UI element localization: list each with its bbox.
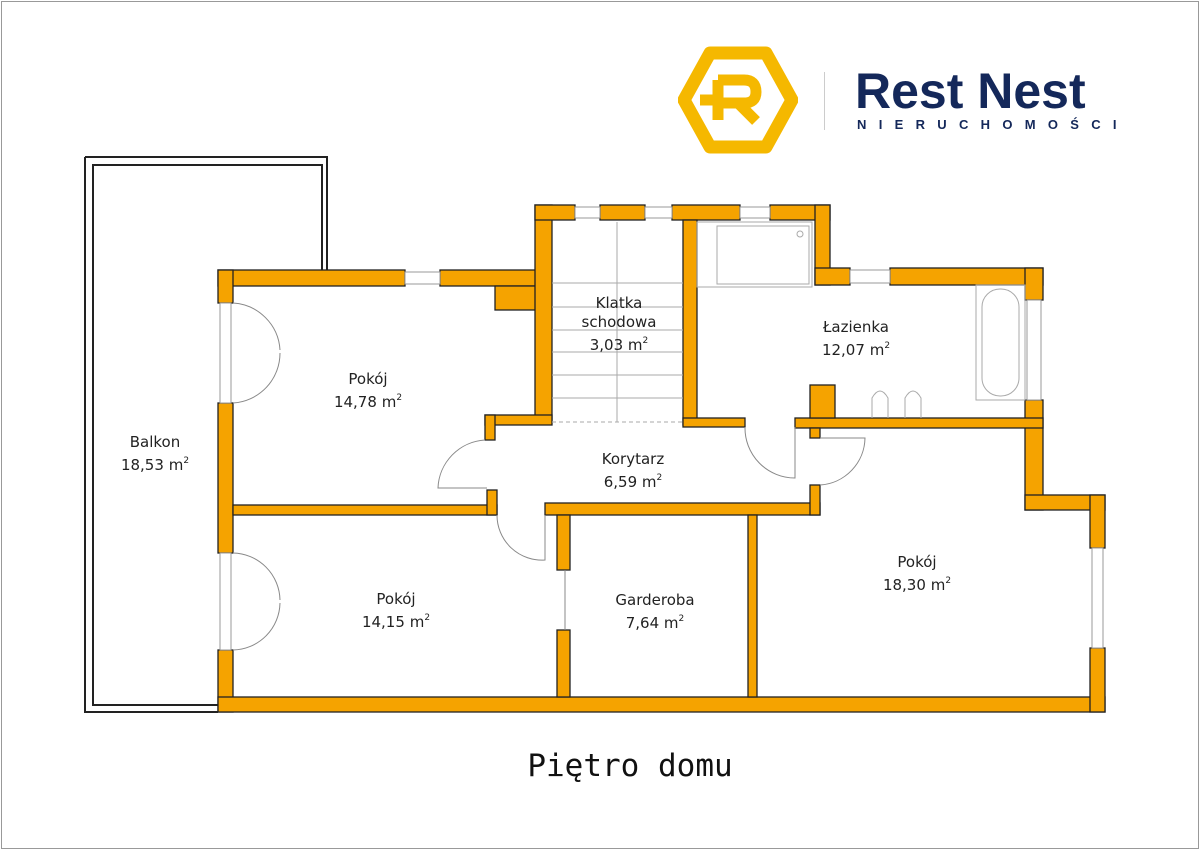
room-unit: m <box>869 341 885 359</box>
room-name: Pokój <box>348 370 388 388</box>
room-unit: m <box>930 576 946 594</box>
room-unit: m <box>641 473 657 491</box>
room-name: Korytarz <box>601 450 665 468</box>
room-area: 18,30 <box>882 576 926 594</box>
walls <box>217 204 1106 713</box>
stairs <box>552 222 683 423</box>
logo-separator <box>824 72 825 130</box>
room-area: 7,64 <box>625 614 660 632</box>
room-name: Pokój <box>376 590 416 608</box>
room-unit: m <box>381 393 397 411</box>
room-name: Balkon <box>129 433 181 451</box>
plan-title: Piętro domu <box>527 748 733 784</box>
brand-name: Rest Nest <box>855 63 1086 119</box>
room-area: 3,03 <box>589 336 624 354</box>
room-unit: m <box>409 613 425 631</box>
room-name: Pokój <box>897 553 937 571</box>
room-area: 14,78 <box>333 393 377 411</box>
room-area: 14,15 <box>361 613 405 631</box>
bathroom-fixtures <box>696 221 1026 418</box>
windows <box>219 206 1104 651</box>
room-name: Łazienka <box>822 318 889 336</box>
room-area: 18,53 <box>120 456 164 474</box>
room-unit: m <box>168 456 184 474</box>
balcony-outline <box>84 156 328 713</box>
room-name: Klatka schodowa <box>581 294 657 331</box>
room-unit: m <box>627 336 643 354</box>
doors <box>232 302 866 651</box>
room-area: 6,59 <box>603 473 638 491</box>
brand-tagline: NIERUCHOMOŚCI <box>857 117 1129 132</box>
rest-nest-logo-icon <box>678 46 798 154</box>
room-name: Garderoba <box>615 591 695 609</box>
room-area: 12,07 <box>821 341 865 359</box>
room-unit: m <box>663 614 679 632</box>
